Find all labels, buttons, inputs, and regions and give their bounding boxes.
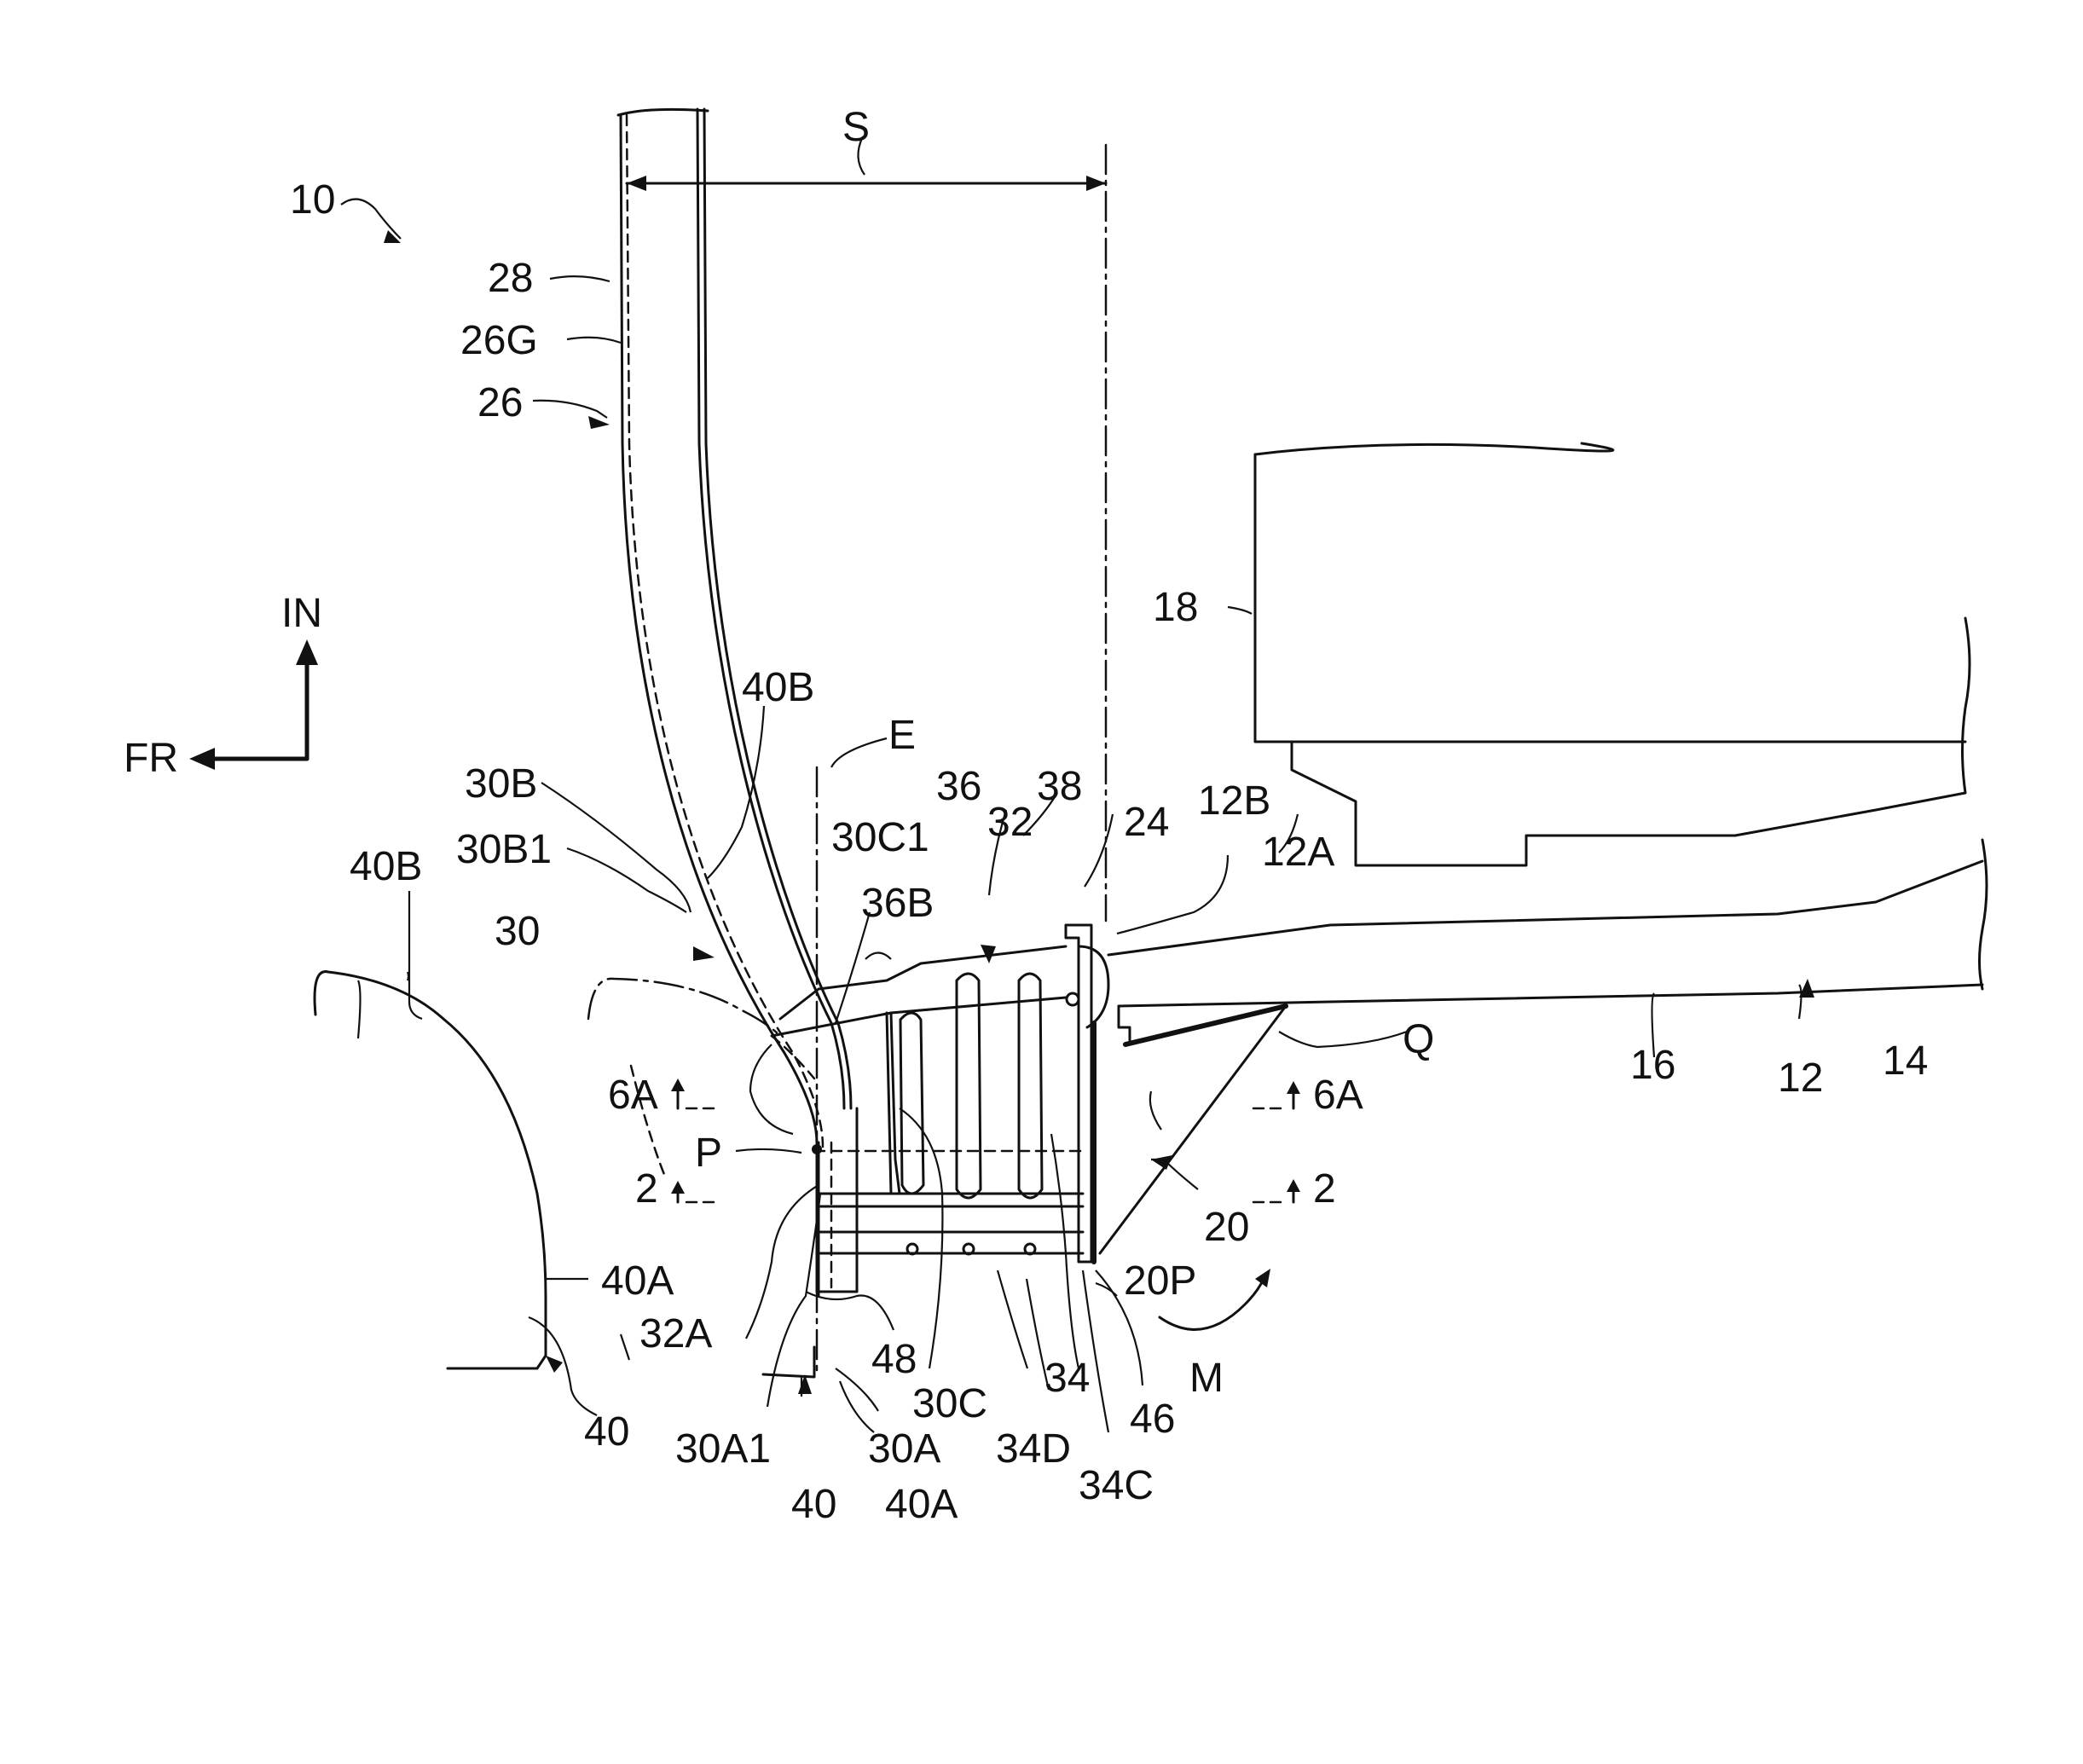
label-26: 26: [477, 380, 523, 425]
label-30: 30: [495, 909, 540, 954]
label-2-left: 2: [635, 1166, 658, 1212]
label-30a: 30A: [868, 1426, 940, 1472]
label-14: 14: [1883, 1038, 1928, 1084]
arrowhead-30: [693, 946, 715, 961]
label-40b-left: 40B: [350, 844, 422, 889]
label-40-left: 40: [584, 1409, 629, 1455]
label-36: 36: [936, 764, 981, 809]
label-38: 38: [1037, 764, 1082, 809]
label-34d: 34D: [996, 1426, 1071, 1472]
label-40b-top: 40B: [742, 665, 814, 710]
label-s: S: [842, 105, 870, 150]
label-20p: 20P: [1124, 1258, 1196, 1304]
label-12: 12: [1778, 1056, 1823, 1101]
label-12a: 12A: [1262, 830, 1334, 875]
label-30c1: 30C1: [831, 815, 929, 860]
label-34c: 34C: [1079, 1463, 1154, 1508]
labels: IN FR 10 S 28 26G 26 18 40B E 30B 36 38 …: [124, 105, 1928, 1527]
label-p: P: [695, 1131, 722, 1176]
label-32a: 32A: [639, 1311, 712, 1356]
component-18: [1255, 443, 1970, 865]
label-24: 24: [1124, 800, 1169, 845]
label-30b1: 30B1: [456, 827, 552, 872]
label-10: 10: [290, 177, 335, 223]
arrowhead-40-left: [546, 1356, 563, 1373]
label-40a-left: 40A: [601, 1258, 674, 1304]
leader-lines: [341, 200, 1802, 1432]
brace-20: [1100, 1006, 1286, 1253]
arrowhead-20: [1151, 1155, 1172, 1170]
label-30c: 30C: [912, 1381, 987, 1426]
label-e: E: [888, 713, 916, 758]
label-40-bottom: 40: [791, 1482, 836, 1527]
label-direction-fr: FR: [124, 736, 178, 781]
bracket-24: [1066, 925, 1108, 1262]
element-40: [315, 972, 814, 1377]
label-40a-bottom: 40A: [885, 1482, 958, 1527]
up-arrow-icon: [296, 639, 318, 665]
label-6a-left: 6A: [608, 1073, 658, 1118]
left-arrow-icon: [189, 748, 215, 770]
label-28: 28: [488, 256, 533, 301]
label-20: 20: [1204, 1205, 1249, 1250]
label-34: 34: [1044, 1356, 1090, 1401]
label-m: M: [1189, 1356, 1224, 1401]
section-markers: [671, 1079, 1300, 1202]
label-48: 48: [871, 1337, 917, 1382]
label-12b: 12B: [1198, 778, 1270, 824]
label-2-right: 2: [1313, 1166, 1336, 1212]
label-q: Q: [1403, 1017, 1434, 1062]
label-36b: 36B: [861, 881, 934, 926]
label-46: 46: [1130, 1397, 1175, 1442]
label-26g: 26G: [460, 318, 538, 363]
direction-indicator: [189, 639, 318, 770]
label-direction-in: IN: [281, 591, 322, 636]
label-18: 18: [1153, 585, 1198, 630]
label-30b: 30B: [465, 761, 537, 807]
frame-member-12: [1108, 840, 1987, 1040]
label-16: 16: [1630, 1043, 1675, 1088]
label-32: 32: [987, 800, 1033, 845]
label-6a-right: 6A: [1313, 1073, 1363, 1118]
label-30a1: 30A1: [675, 1426, 771, 1472]
